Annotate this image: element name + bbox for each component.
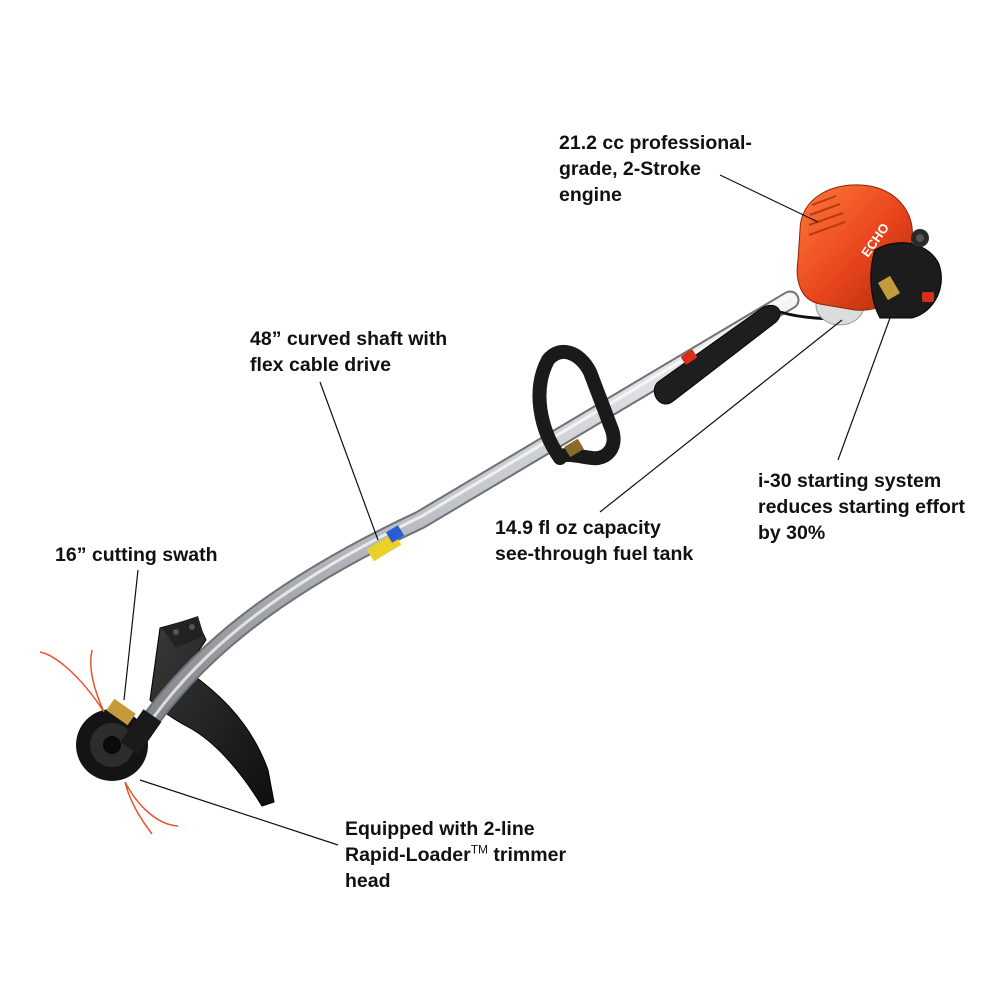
callout-starting-system: i-30 starting system reduces starting ef… [758,468,965,546]
callout-tank-line-1: 14.9 fl oz capacity [495,517,661,539]
callout-shaft-line-1: 48” curved shaft with [250,328,448,350]
leader-head [139,779,339,846]
callout-engine: 21.2 cc professional- grade, 2-Stroke en… [559,130,752,208]
leader-swath [123,569,139,701]
loop-handle [532,344,621,466]
callout-cutting-swath: 16” cutting swath [55,542,218,568]
callout-head-product-name: Rapid-Loader [345,844,471,866]
callout-head-line-2: Rapid-LoaderTM trimmer [345,842,566,868]
callout-engine-line-1: 21.2 cc professional- [559,132,752,154]
debris-guard [149,617,275,807]
callout-starting-line-3: by 30% [758,522,826,544]
trademark-mark: TM [470,842,489,857]
callout-shaft: 48” curved shaft with flex cable drive [250,326,447,378]
callout-head-line-2-tail: trimmer [488,844,567,866]
rear-grip [653,304,781,405]
trimmer-line-upper [39,649,105,713]
callout-head-line-3: head [345,870,391,892]
leader-engine [719,174,819,223]
starter-housing [870,242,942,319]
callout-engine-line-2: grade, 2-Stroke [559,158,701,180]
callout-starting-line-2: reduces starting effort [758,496,965,518]
callout-swath-line-1: 16” cutting swath [55,544,218,566]
trimmer-head [76,698,162,781]
callout-tank-line-2: see-through fuel tank [495,543,694,565]
leader-starting [837,317,891,461]
primer-bulb [922,292,934,302]
callout-fuel-tank: 14.9 fl oz capacity see-through fuel tan… [495,515,693,567]
stop-switch [681,349,697,365]
callout-trimmer-head: Equipped with 2-line Rapid-LoaderTM trim… [345,816,566,894]
callout-starting-line-1: i-30 starting system [758,470,942,492]
leader-tank [599,319,843,513]
leader-lines [123,174,891,846]
trimmer-line-lower [124,781,179,835]
engine-fins [808,195,846,236]
leader-shaft [319,381,379,541]
callout-engine-line-3: engine [559,184,622,206]
callout-shaft-line-2: flex cable drive [250,354,391,376]
guard-bracket [162,616,204,648]
callout-head-line-1: Equipped with 2-line [345,818,535,840]
